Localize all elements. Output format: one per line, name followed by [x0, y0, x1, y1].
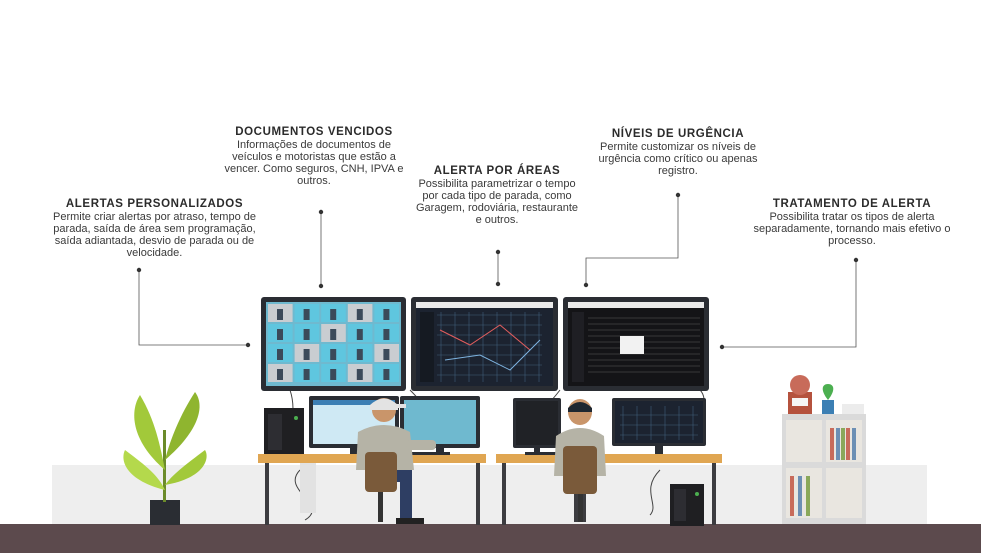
- callout-title: ALERTA POR ÁREAS: [433, 165, 561, 177]
- camera-person-figure: [303, 309, 310, 320]
- callout-title: NÍVEIS DE URGÊNCIA: [611, 128, 745, 140]
- callout-documentos-vencidos: DOCUMENTOS VENCIDOS Informações de docum…: [216, 126, 412, 187]
- camera-person-figure: [330, 349, 337, 360]
- callout-niveis-de-urgencia: NÍVEIS DE URGÊNCIA Permite customizar os…: [592, 128, 764, 177]
- room-wall-band: [52, 465, 927, 525]
- desk-right: [496, 454, 722, 525]
- chair-right: [563, 446, 597, 522]
- chair-left: [365, 452, 397, 522]
- connector-alertas: [138, 270, 248, 346]
- monitor-right-alert-list: [563, 297, 709, 391]
- callout-title: ALERTAS PERSONALIZADOS: [65, 198, 244, 210]
- callout-title: DOCUMENTOS VENCIDOS: [235, 126, 393, 138]
- camera-person-figure: [356, 309, 363, 320]
- camera-person-figure: [303, 329, 310, 340]
- bookshelf: [782, 375, 866, 524]
- camera-person-figure: [303, 349, 310, 360]
- monitor-center-map: [411, 297, 558, 391]
- callout-description: Permite criar alertas por atraso, tempo …: [53, 211, 256, 259]
- connector-tratamento: [722, 260, 857, 348]
- camera-person-figure: [383, 309, 390, 320]
- callout-description: Permite customizar os níveis de urgência…: [598, 141, 758, 177]
- connector-urgencia: [585, 195, 679, 285]
- camera-person-figure: [383, 329, 390, 340]
- camera-person-figure: [383, 349, 390, 360]
- camera-person-figure: [356, 369, 363, 380]
- pc-tower-right: [670, 484, 704, 526]
- camera-person-figure: [330, 329, 337, 340]
- callout-description: Possibilita parametrizar o tempo por cad…: [415, 178, 579, 226]
- callout-title: TRATAMENTO DE ALERTA: [772, 198, 932, 210]
- desk-monitor-camera: [400, 396, 480, 456]
- camera-feed-grid: [268, 304, 399, 382]
- connector-dots: [136, 192, 859, 350]
- callout-alertas-personalizados: ALERTAS PERSONALIZADOS Permite criar ale…: [42, 198, 267, 259]
- camera-person-figure: [383, 369, 390, 380]
- desk-monitor-map: [612, 398, 706, 454]
- floor: [0, 524, 981, 553]
- camera-person-figure: [356, 329, 363, 340]
- callout-alerta-por-areas: ALERTA POR ÁREAS Possibilita parametriza…: [412, 165, 582, 226]
- camera-person-figure: [277, 349, 283, 360]
- camera-person-figure: [277, 329, 283, 340]
- camera-person-figure: [330, 369, 337, 380]
- potted-plant: [123, 392, 207, 525]
- callout-tratamento-de-alerta: TRATAMENTO DE ALERTA Possibilita tratar …: [742, 198, 962, 247]
- pc-tower-left: [264, 408, 304, 456]
- camera-person-figure: [277, 309, 283, 320]
- camera-person-figure: [330, 309, 337, 320]
- callout-description: Possibilita tratar os tipos de alerta se…: [753, 211, 951, 247]
- camera-person-figure: [277, 369, 283, 380]
- callout-description: Informações de documentos de veículos e …: [224, 139, 404, 187]
- connector-lines: [138, 195, 857, 348]
- camera-person-figure: [303, 369, 310, 380]
- desk-monitor-off: [513, 398, 561, 456]
- keyboards: [410, 452, 565, 455]
- camera-person-figure: [356, 349, 363, 360]
